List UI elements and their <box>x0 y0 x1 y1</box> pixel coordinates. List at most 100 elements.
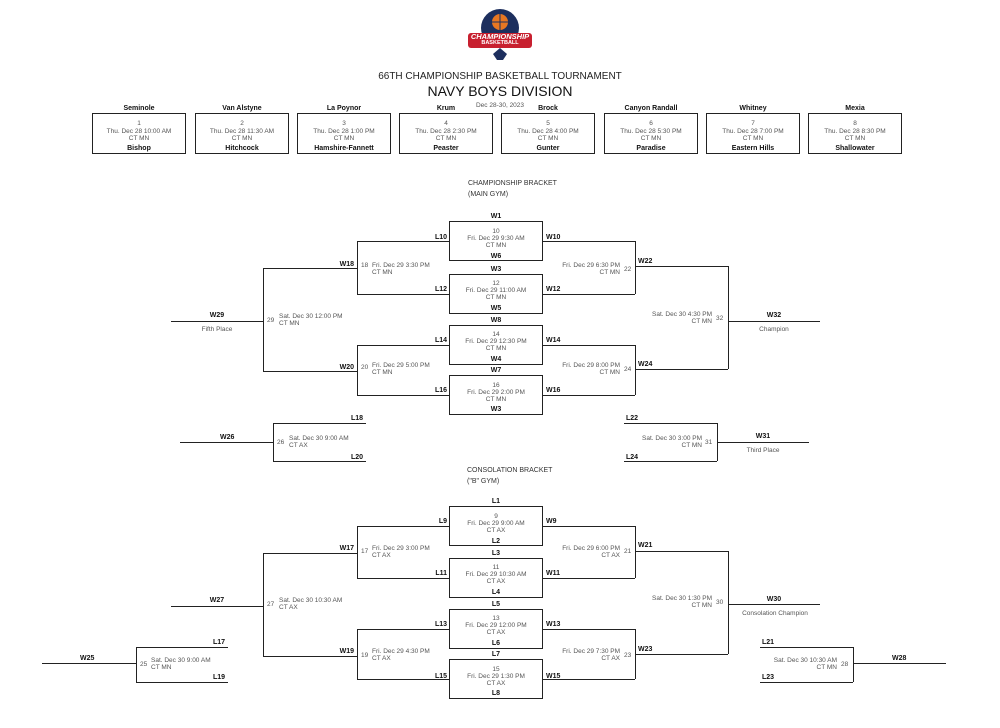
game-14 <box>449 325 543 365</box>
g17-connector <box>357 526 358 578</box>
g13-bottom-label: L6 <box>491 640 501 647</box>
g24-time: Fri. Dec 29 8:00 PM <box>562 362 620 369</box>
g31-line-b <box>624 461 717 462</box>
g10-bottom-label: W6 <box>490 253 502 260</box>
consolation-venue: ("B" GYM) <box>467 478 500 485</box>
g18-connector <box>357 241 358 294</box>
g13-loser-label: L13 <box>434 621 447 628</box>
g18-num: 18 <box>361 262 369 269</box>
g13-winner-label: W13 <box>546 621 561 628</box>
g19-line-b <box>357 679 449 680</box>
consolation-champion-label: Consolation Champion <box>742 610 808 617</box>
division-title: NAVY BOYS DIVISION <box>427 83 573 99</box>
championship-title: CHAMPIONSHIP BRACKET <box>468 180 557 187</box>
g23-winner-label: W23 <box>638 646 653 653</box>
g27-connector <box>263 553 264 656</box>
g25-connector <box>136 647 137 682</box>
g31-bottom-label: L24 <box>626 454 639 461</box>
g21-time: Fri. Dec 29 6:00 PM <box>562 545 620 552</box>
g29-tz: CT MN <box>279 320 300 327</box>
game-16 <box>449 375 543 415</box>
g31-num: 31 <box>705 439 713 446</box>
g20-winner-label: W20 <box>339 364 354 371</box>
g14-bottom-label: W4 <box>490 356 502 363</box>
g21-tz: CT AX <box>601 552 620 559</box>
g28-line-a <box>760 647 853 648</box>
g12-tz: CT MN <box>485 294 507 301</box>
g28-tz: CT MN <box>816 664 837 671</box>
g31-top-label: L22 <box>626 415 639 422</box>
g29-out-line <box>171 321 263 322</box>
third-place-label: Third Place <box>746 447 780 454</box>
seed-1-top: Seminole <box>123 105 155 112</box>
g24-num: 24 <box>624 366 632 373</box>
g17-tz: CT AX <box>372 552 391 559</box>
g29-time: Sat. Dec 30 12:00 PM <box>279 313 343 320</box>
g28-winner-label: W28 <box>892 655 907 662</box>
g25-tz: CT MN <box>151 664 172 671</box>
seed-8-top: Mexia <box>845 105 865 112</box>
game-9 <box>449 506 543 546</box>
g26-tz: CT AX <box>289 442 308 449</box>
g21-num: 21 <box>624 548 632 555</box>
g30-connector <box>728 551 729 654</box>
game-15 <box>449 659 543 699</box>
g27-tz: CT AX <box>279 604 298 611</box>
g11-winner-label: W11 <box>546 570 561 577</box>
g31-tz: CT MN <box>681 442 702 449</box>
g15-tz: CT AX <box>486 680 506 687</box>
tournament-dates: Dec 28-30, 2023 <box>475 102 525 109</box>
g26-time: Sat. Dec 30 9:00 AM <box>289 435 349 442</box>
g10-tz: CT MN <box>485 242 507 249</box>
g15-num: 15 <box>492 666 500 673</box>
g21-winner-label: W21 <box>638 542 653 549</box>
g15-winner-label: W15 <box>546 673 561 680</box>
g12-top-label: W3 <box>490 266 502 273</box>
g32-line-a <box>635 266 728 267</box>
g23-line-a <box>543 629 635 630</box>
g17-line-b <box>357 578 449 579</box>
g26-line-b <box>273 461 366 462</box>
g20-line-b <box>357 395 449 396</box>
g15-time: Fri. Dec 29 1:30 PM <box>467 673 525 680</box>
g19-time: Fri. Dec 29 4:30 PM <box>372 648 430 655</box>
g11-tz: CT AX <box>486 578 506 585</box>
game-10 <box>449 221 543 261</box>
g21-line-a <box>543 526 635 527</box>
g26-winner-label: W26 <box>220 434 235 441</box>
logo-line2: BASKETBALL <box>481 40 519 46</box>
g18-line-a <box>357 241 449 242</box>
g26-bottom-label: L20 <box>350 454 363 461</box>
g25-winner-label: W25 <box>80 655 95 662</box>
g19-num: 19 <box>361 652 369 659</box>
g10-loser-label: L10 <box>434 234 447 241</box>
g16-bottom-label: W3 <box>490 406 502 413</box>
g21-line-b <box>543 578 635 579</box>
g18-winner-label: W18 <box>339 261 354 268</box>
g9-num: 9 <box>494 513 498 520</box>
g14-time: Fri. Dec 29 12:30 PM <box>465 338 527 345</box>
g13-tz: CT AX <box>486 629 506 636</box>
g9-time: Fri. Dec 29 9:00 AM <box>467 520 525 527</box>
g30-num: 30 <box>716 599 724 606</box>
g11-bottom-label: L4 <box>491 589 501 596</box>
g20-num: 20 <box>361 364 369 371</box>
g17-time: Fri. Dec 29 3:00 PM <box>372 545 430 552</box>
g14-top-label: W8 <box>490 317 502 324</box>
g27-line-a <box>263 553 357 554</box>
g10-time: Fri. Dec 29 9:30 AM <box>467 235 525 242</box>
g22-time: Fri. Dec 29 6:30 PM <box>562 262 620 269</box>
g27-winner-label: W27 <box>209 597 225 604</box>
g22-line-a <box>543 241 635 242</box>
g29-num: 29 <box>267 317 275 324</box>
seed-2-top: Van Alstyne <box>222 105 262 112</box>
g31-line-a <box>624 423 717 424</box>
g15-bottom-label: L8 <box>491 690 501 697</box>
g14-tz: CT MN <box>485 345 507 352</box>
g29-connector <box>263 268 264 371</box>
champion-label: Champion <box>759 326 789 333</box>
g12-time: Fri. Dec 29 11:00 AM <box>465 287 527 294</box>
g28-connector <box>853 647 854 682</box>
